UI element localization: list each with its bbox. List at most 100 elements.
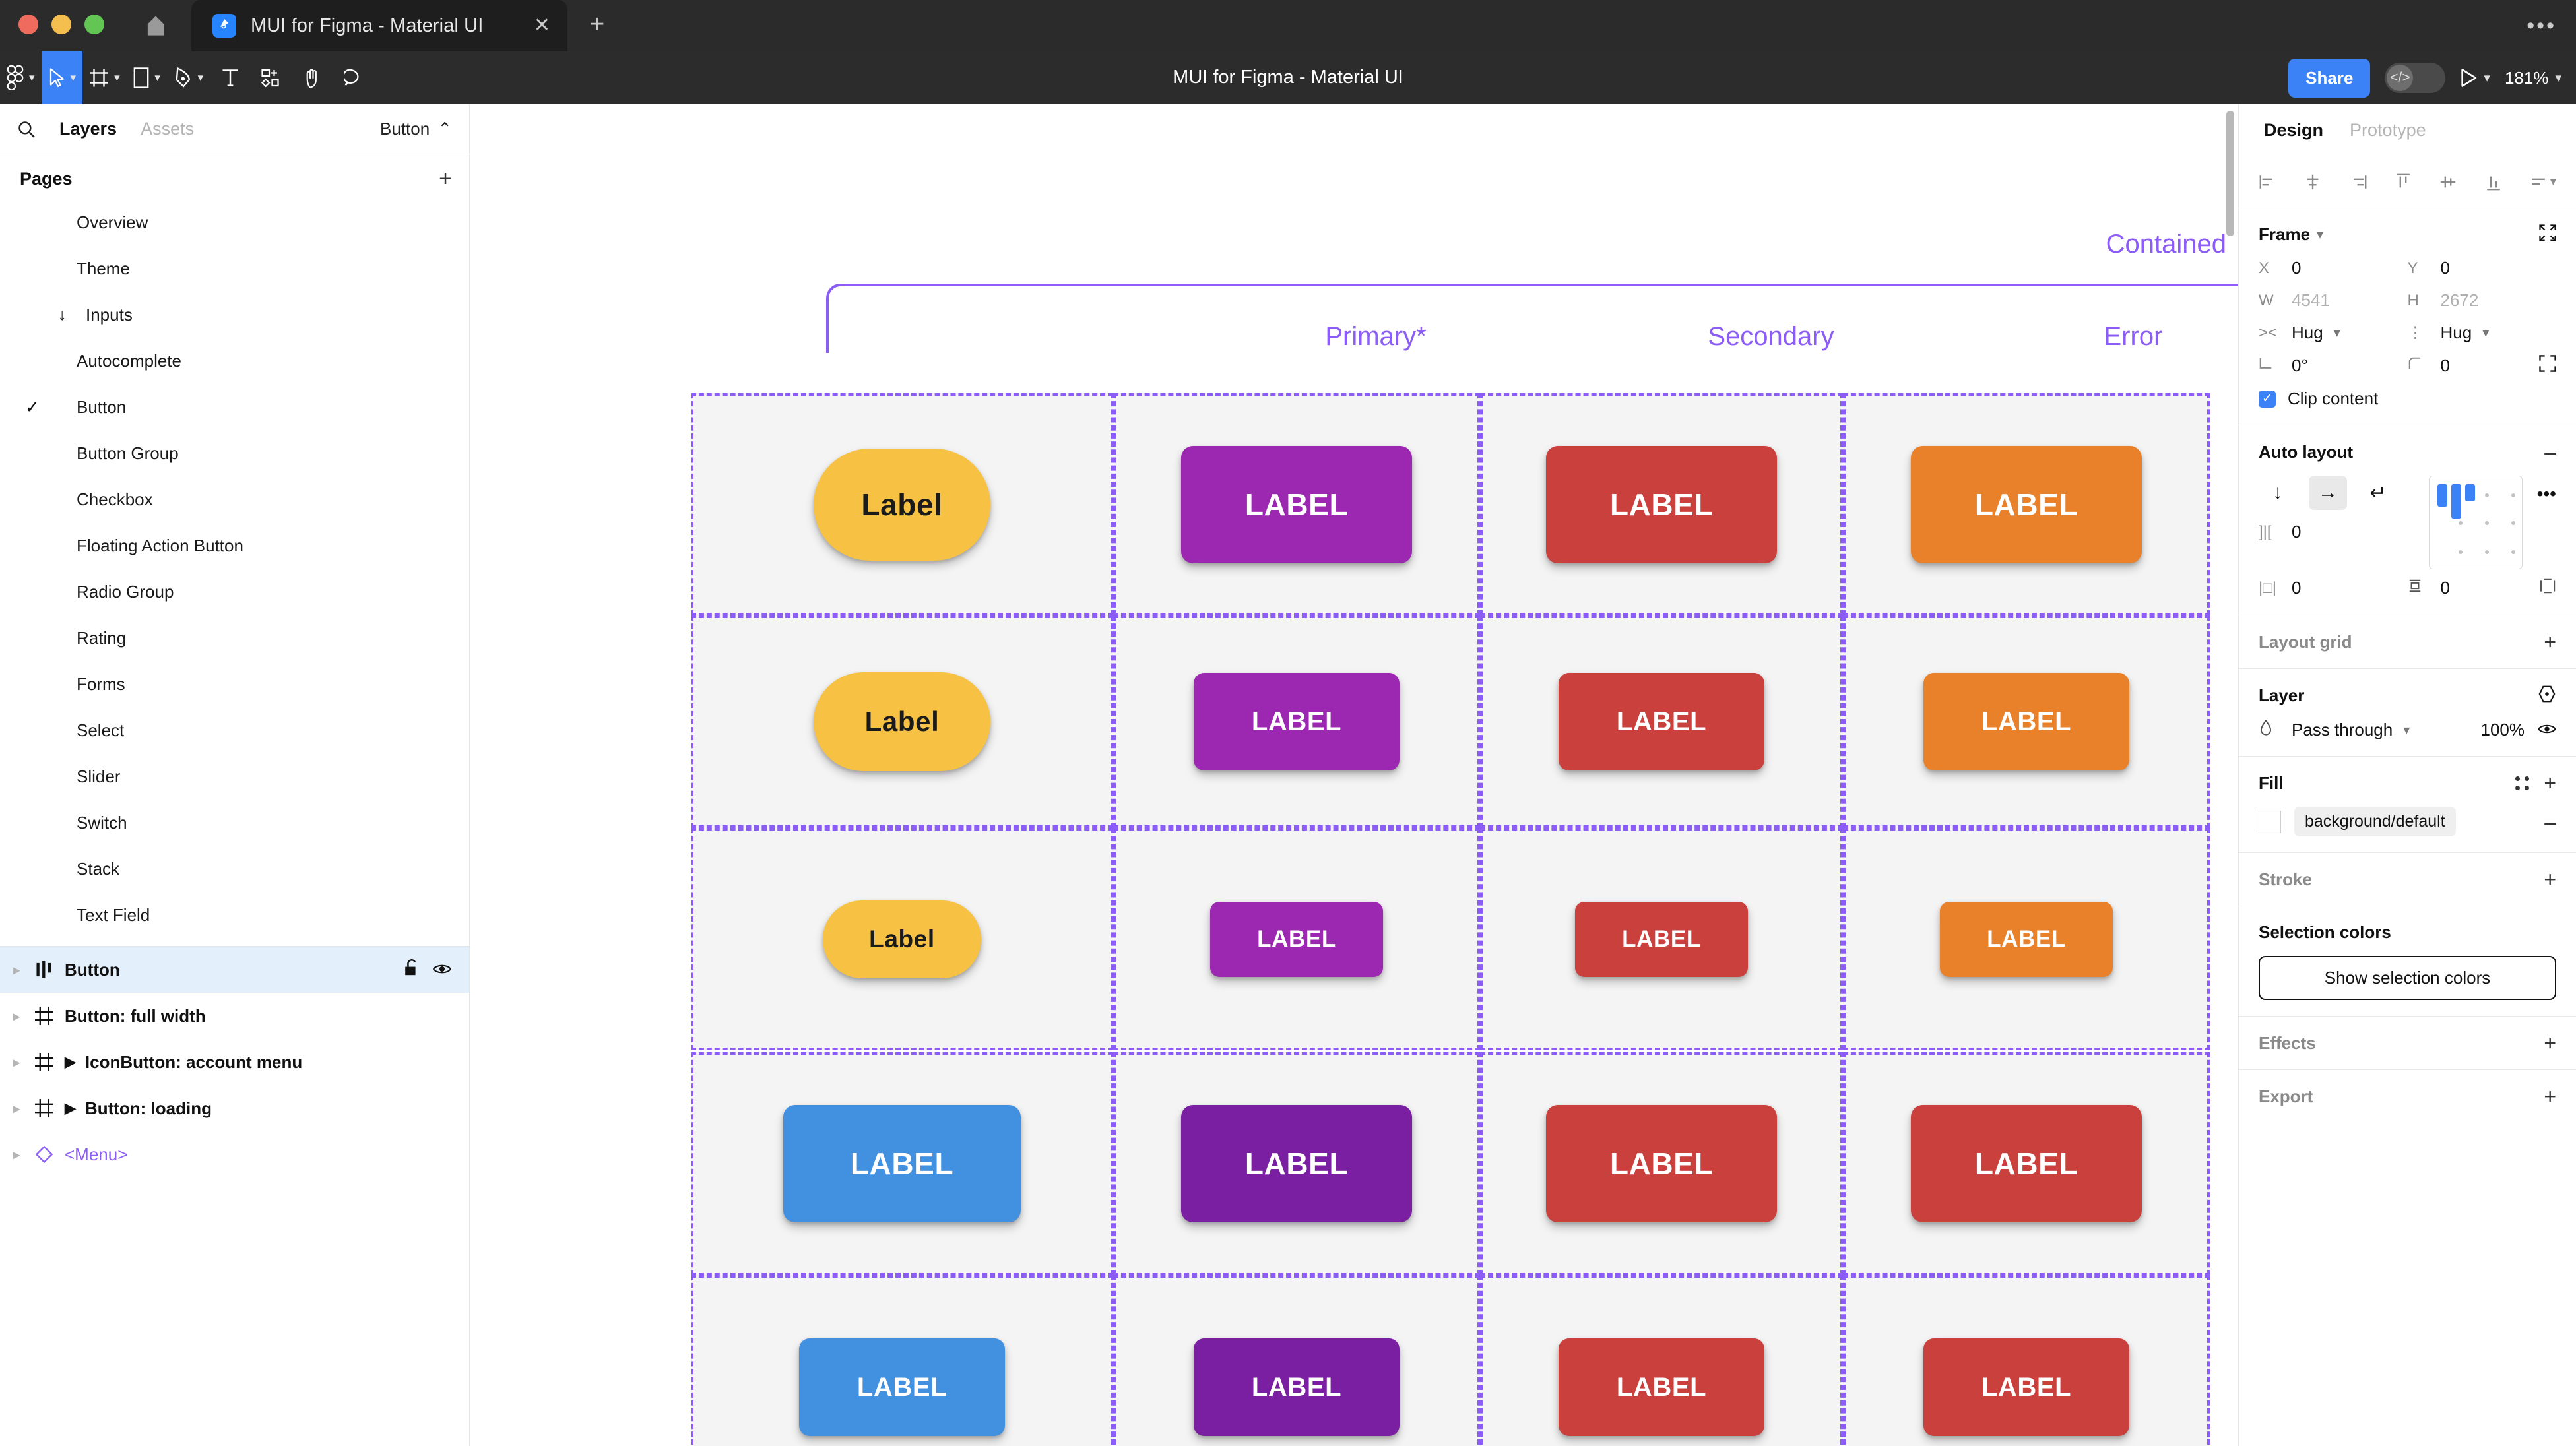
chevron-down-icon[interactable]: ▾ — [2317, 228, 2324, 242]
new-tab-button[interactable]: + — [590, 11, 605, 38]
add-stroke-button[interactable]: + — [2544, 867, 2556, 891]
material-button-secondary[interactable]: LABEL — [1194, 1338, 1400, 1436]
design-canvas[interactable]: Contained Primary*SecondaryErrorWarning … — [470, 104, 2238, 1446]
page-item-button-group[interactable]: Button Group — [0, 430, 469, 476]
material-button-primary[interactable]: Label — [814, 672, 990, 771]
clip-content-row[interactable]: ✓ Clip content — [2259, 389, 2556, 409]
disclosure-triangle-icon[interactable]: ▸ — [13, 1101, 20, 1116]
share-button[interactable]: Share — [2288, 58, 2371, 98]
material-button-warning[interactable]: LABEL — [1923, 1338, 2129, 1436]
fill-styles-icon[interactable] — [2515, 776, 2530, 790]
remove-auto-layout-button[interactable]: – — [2544, 440, 2556, 464]
tab-prototype[interactable]: Prototype — [2350, 119, 2426, 140]
fill-color-swatch[interactable] — [2259, 810, 2281, 833]
comment-tool-icon[interactable] — [333, 51, 373, 104]
page-item-slider[interactable]: Slider — [0, 753, 469, 800]
frame-width-field[interactable]: W 4541 — [2259, 290, 2408, 311]
material-button-secondary[interactable]: LABEL — [1194, 673, 1400, 770]
frame-x-field[interactable]: X 0 — [2259, 258, 2408, 278]
align-top-icon[interactable] — [2394, 173, 2412, 191]
home-button[interactable] — [120, 0, 191, 51]
expand-triangle-icon[interactable]: ▶ — [65, 1053, 76, 1070]
expand-triangle-icon[interactable]: ▶ — [65, 1100, 76, 1116]
layer-row[interactable]: ▸<Menu> — [0, 1131, 469, 1178]
align-horizontal-center-icon[interactable] — [2303, 173, 2322, 191]
page-item-forms[interactable]: Forms — [0, 661, 469, 707]
page-item-checkbox[interactable]: Checkbox — [0, 476, 469, 522]
close-window-button[interactable] — [18, 15, 38, 34]
material-button-warning[interactable]: LABEL — [1911, 445, 2142, 563]
material-button-primary[interactable]: LABEL — [799, 1338, 1005, 1436]
disclosure-triangle-icon[interactable]: ▸ — [13, 1147, 20, 1162]
move-tool-icon[interactable]: ▾ — [41, 51, 83, 104]
auto-layout-alignment-pad[interactable] — [2428, 476, 2523, 569]
layout-wrap-icon[interactable]: ↵ — [2369, 482, 2387, 504]
material-button-warning[interactable]: LABEL — [1940, 901, 2113, 977]
material-button-primary[interactable]: Label — [823, 900, 981, 978]
unlock-icon[interactable] — [403, 959, 420, 982]
resources-tool-icon[interactable] — [251, 51, 292, 104]
maximize-window-button[interactable] — [84, 15, 104, 34]
page-item-theme[interactable]: Theme — [0, 245, 469, 292]
material-button-primary[interactable]: LABEL — [783, 1105, 1021, 1222]
frame-height-field[interactable]: H 2672 — [2408, 290, 2557, 311]
corner-radius-field[interactable]: 0 — [2408, 355, 2557, 377]
page-item-select[interactable]: Select — [0, 707, 469, 753]
close-icon[interactable]: ✕ — [533, 15, 550, 36]
rotation-field[interactable]: 0° — [2259, 356, 2408, 376]
blend-mode-dropdown[interactable]: Pass through ▾ — [2259, 719, 2443, 740]
horizontal-padding-field[interactable]: |□| 0 — [2259, 578, 2408, 598]
add-fill-button[interactable]: + — [2544, 771, 2556, 795]
search-icon[interactable] — [17, 120, 48, 139]
shape-tool-icon[interactable]: ▾ — [127, 51, 168, 104]
page-item-button[interactable]: ✓Button — [0, 384, 469, 430]
zoom-level-dropdown[interactable]: 181% ▾ — [2505, 68, 2561, 88]
present-button[interactable]: ▾ — [2460, 69, 2490, 87]
selection-dropdown[interactable]: Button ⌃ — [380, 119, 452, 139]
vertical-resizing-dropdown[interactable]: ⋮ Hug ▾ — [2408, 323, 2557, 343]
page-item-floating-action-button[interactable]: Floating Action Button — [0, 522, 469, 569]
layer-opacity-field[interactable]: 100% — [2443, 720, 2556, 740]
text-tool-icon[interactable] — [210, 51, 251, 104]
layer-row[interactable]: ▸▶IconButton: account menu — [0, 1039, 469, 1085]
clip-content-checkbox[interactable]: ✓ — [2259, 390, 2276, 408]
align-vertical-center-icon[interactable] — [2439, 173, 2457, 191]
material-button-error[interactable]: LABEL — [1559, 673, 1764, 770]
hand-tool-icon[interactable] — [292, 51, 333, 104]
page-item-stack[interactable]: Stack — [0, 846, 469, 892]
item-spacing-field[interactable]: ]|[ 0 — [2259, 522, 2414, 542]
page-item-rating[interactable]: Rating — [0, 615, 469, 661]
material-button-secondary[interactable]: LABEL — [1181, 1105, 1412, 1222]
tab-design[interactable]: Design — [2264, 119, 2324, 140]
material-button-warning[interactable]: LABEL — [1911, 1105, 2142, 1222]
frame-tool-icon[interactable]: ▾ — [82, 51, 127, 104]
pen-tool-icon[interactable]: ▾ — [168, 51, 210, 104]
layer-row[interactable]: ▸Button: full width — [0, 993, 469, 1039]
tab-assets[interactable]: Assets — [141, 119, 195, 139]
collapse-frame-icon[interactable] — [2539, 224, 2556, 245]
disclosure-triangle-icon[interactable]: ▸ — [13, 1055, 20, 1070]
add-page-button[interactable]: + — [439, 166, 452, 191]
independent-corners-icon[interactable] — [2539, 355, 2556, 377]
minimize-window-button[interactable] — [51, 15, 71, 34]
material-button-secondary[interactable]: LABEL — [1210, 901, 1383, 977]
page-item-text-field[interactable]: Text Field — [0, 892, 469, 938]
material-button-error[interactable]: LABEL — [1546, 445, 1777, 563]
material-button-warning[interactable]: LABEL — [1923, 673, 2129, 770]
material-button-error[interactable]: LABEL — [1575, 901, 1748, 977]
individual-padding-icon[interactable] — [2539, 577, 2556, 599]
page-item-radio-group[interactable]: Radio Group — [0, 569, 469, 615]
material-button-secondary[interactable]: LABEL — [1181, 445, 1412, 563]
add-effect-button[interactable]: + — [2544, 1031, 2556, 1055]
visibility-eye-icon[interactable] — [2538, 720, 2556, 740]
align-left-icon[interactable] — [2259, 173, 2277, 191]
add-layout-grid-button[interactable]: + — [2544, 630, 2556, 654]
page-item-overview[interactable]: Overview — [0, 199, 469, 245]
fill-token-name[interactable]: background/default — [2294, 807, 2456, 836]
page-item-inputs[interactable]: ↓Inputs — [0, 292, 469, 338]
add-export-button[interactable]: + — [2544, 1084, 2556, 1108]
dev-mode-toggle[interactable]: </> — [2385, 63, 2446, 93]
window-menu-icon[interactable]: ••• — [2527, 13, 2556, 38]
align-bottom-icon[interactable] — [2484, 173, 2503, 191]
layer-settings-icon[interactable] — [2538, 685, 2556, 707]
